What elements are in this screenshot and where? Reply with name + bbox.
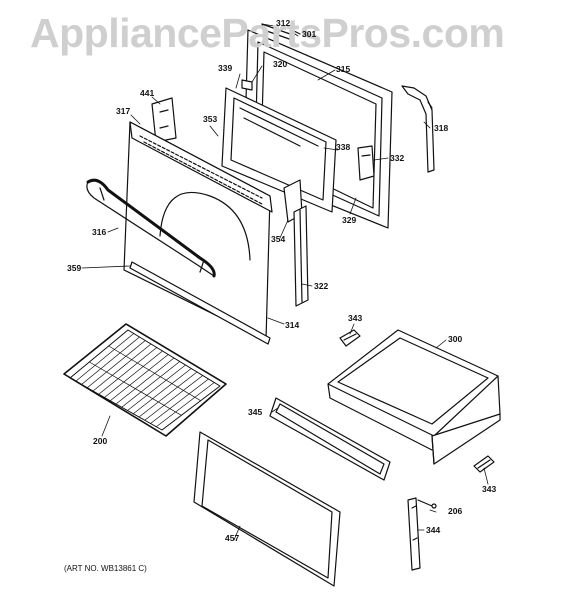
part-label-300[interactable]: 300 [448, 334, 463, 344]
rack-wire [86, 340, 146, 389]
rack-wire [155, 382, 215, 428]
bracket-441 [151, 97, 177, 143]
part-label-343-top[interactable]: 343 [348, 313, 363, 323]
part-label-457[interactable]: 457 [225, 533, 240, 543]
rack-crossbar [88, 361, 182, 416]
bottom-trim-359 [129, 261, 271, 345]
part-label-354[interactable]: 354 [271, 234, 286, 244]
part-label-312[interactable]: 312 [276, 18, 291, 28]
rack-wire [127, 364, 186, 411]
rack-wire [132, 368, 192, 415]
storage-drawer-300 [327, 329, 501, 465]
hinge-322 [293, 205, 309, 307]
rack-wire [121, 361, 181, 408]
part-label-301[interactable]: 301 [302, 29, 317, 39]
part-label-322[interactable]: 322 [314, 281, 329, 291]
part-label-200[interactable]: 200 [93, 436, 108, 446]
clip-320 [241, 79, 253, 91]
glide-343-right [473, 455, 495, 473]
rack-wire [75, 333, 135, 382]
part-label-314[interactable]: 314 [285, 320, 300, 330]
vent-clip-312 [261, 23, 301, 41]
part-label-317[interactable]: 317 [116, 106, 131, 116]
part-label-343-right[interactable]: 343 [482, 484, 497, 494]
part-label-315[interactable]: 315 [336, 64, 351, 74]
glass-frame-339 [221, 87, 337, 213]
side-trim-318 [401, 85, 435, 173]
screw-206 [417, 499, 437, 509]
art-number: (ART NO. WB13861 C) [64, 564, 147, 573]
rack-crossbar [108, 345, 202, 402]
watermark-logo: AppliancePartsPros.com [30, 10, 505, 56]
part-label-339[interactable]: 339 [218, 63, 233, 73]
drawer-panel-345 [269, 397, 391, 481]
oven-rack-200 [63, 323, 227, 437]
rack-wire [104, 350, 163, 398]
rack-wire [109, 354, 169, 402]
part-label-206[interactable]: 206 [448, 506, 463, 516]
part-label-344[interactable]: 344 [426, 525, 441, 535]
rack-wire [98, 347, 158, 395]
hinge-receiver-332 [357, 145, 375, 181]
part-label-320[interactable]: 320 [273, 59, 288, 69]
rack-wire [81, 336, 140, 385]
glide-343-top [339, 329, 361, 347]
part-label-338[interactable]: 338 [336, 142, 351, 152]
part-label-441[interactable]: 441 [140, 88, 155, 98]
door-handle-316 [86, 178, 216, 278]
part-label-329[interactable]: 329 [342, 215, 357, 225]
drawer-front-457 [193, 431, 341, 587]
part-label-353[interactable]: 353 [203, 114, 218, 124]
rack-wire [92, 343, 152, 392]
part-label-332[interactable]: 332 [390, 153, 405, 163]
part-label-345[interactable]: 345 [248, 407, 263, 417]
rack-wire [144, 375, 204, 421]
rack-wire [115, 357, 175, 405]
part-label-316[interactable]: 316 [92, 227, 107, 237]
outer-door-314 [123, 121, 273, 341]
rack-wire [138, 371, 198, 418]
rack-wire [150, 378, 209, 424]
rail-344 [407, 497, 421, 571]
part-label-318[interactable]: 318 [434, 123, 449, 133]
leader-lines [81, 23, 489, 541]
part-label-359[interactable]: 359 [67, 263, 82, 273]
